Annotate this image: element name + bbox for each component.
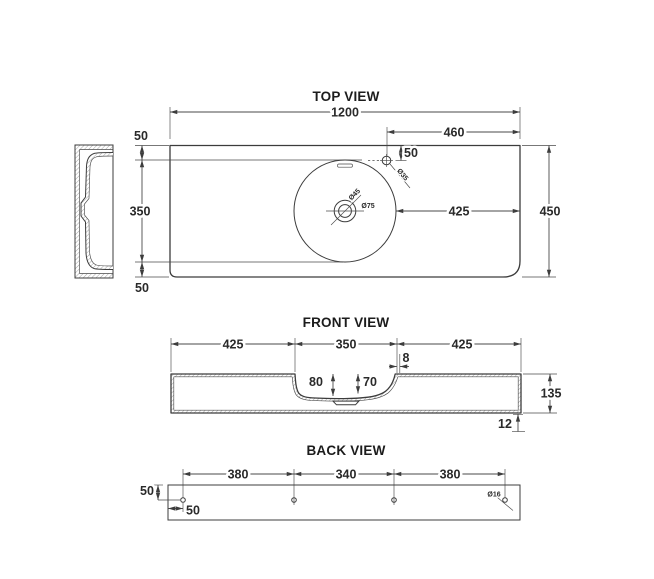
waste-diameter-leader — [330, 194, 362, 226]
profile-hatch-top — [75, 145, 113, 150]
profile-hatch-left — [75, 145, 80, 278]
front-view: FRONT VIEW 425 350 425 8 80 70 — [170, 315, 564, 434]
profile-bowl-outer-curve — [80, 152, 114, 270]
back-view-outline — [167, 484, 521, 521]
front-inner-lines — [173, 376, 519, 411]
hanger-hole-leader — [497, 497, 514, 511]
top-view-outline — [169, 144, 521, 278]
dim-overall-depth: 450 — [540, 205, 561, 219]
dim-bowl-width-front: 350 — [336, 338, 357, 352]
top-view: TOP VIEW Ø45 Ø75 Ø — [74, 89, 563, 298]
front-view-title: FRONT VIEW — [303, 315, 390, 330]
profile-bowl-inner-curve — [84, 155, 114, 267]
dim-deck-back: 50 — [134, 129, 148, 143]
side-profile-view — [74, 144, 114, 279]
front-hatch-right — [518, 374, 521, 413]
dim-overall-height: 135 — [541, 387, 562, 401]
dim-right-deck: 425 — [452, 338, 473, 352]
dim-base-thickness: 12 — [498, 417, 512, 431]
dim-bowl-depth-right: 70 — [363, 375, 377, 389]
mount-hole-3 — [391, 497, 397, 503]
bowl-shell-hatch — [292, 374, 398, 402]
waste-hole-dia-label: Ø45 — [348, 188, 362, 202]
tap-dia-leader — [389, 163, 411, 189]
dim-hole-from-side: 50 — [186, 504, 200, 518]
dim-deck-front: 50 — [135, 281, 149, 295]
front-hatch-left — [171, 374, 174, 413]
dim-drain-to-right: 425 — [449, 205, 470, 219]
dim-tap-to-right: 460 — [444, 126, 465, 140]
dim-tap-from-top: 50 — [404, 146, 418, 160]
dim-holes-from-top: 50 — [140, 484, 154, 498]
dim-overall-width: 1200 — [331, 106, 359, 120]
profile-inner-lines — [79, 149, 113, 274]
overflow-slot — [337, 163, 353, 168]
profile-hatch-bottom — [75, 273, 113, 278]
mount-hole-2 — [291, 497, 297, 503]
front-hatch-top-right — [397, 374, 521, 377]
front-hatch-top-left — [171, 374, 295, 377]
front-view-outline — [170, 373, 522, 414]
back-view: BACK VIEW 380 340 380 50 50 Ø16 — [138, 443, 521, 521]
top-view-title: TOP VIEW — [312, 89, 379, 104]
dim-hole-span-right: 380 — [440, 468, 461, 482]
dim-left-deck: 425 — [223, 338, 244, 352]
dim-bowl-depth-left: 80 — [309, 375, 323, 389]
dim-hole-span-mid: 340 — [336, 468, 357, 482]
mount-hole-1 — [180, 497, 186, 503]
mount-hole-4 — [502, 497, 508, 503]
hanger-hole-dia-label: Ø16 — [487, 492, 500, 499]
dim-hole-span-left: 380 — [228, 468, 249, 482]
waste-recess-dia-label: Ø75 — [361, 203, 374, 210]
tap-hole-dia-label: Ø35 — [395, 168, 409, 183]
dim-bowl-width-top: 350 — [130, 205, 151, 219]
waste-boss — [331, 400, 361, 406]
profile-outline — [74, 144, 114, 279]
front-hatch-bottom — [171, 410, 521, 413]
dim-wall-gap: 8 — [403, 351, 410, 365]
back-view-title: BACK VIEW — [306, 443, 385, 458]
